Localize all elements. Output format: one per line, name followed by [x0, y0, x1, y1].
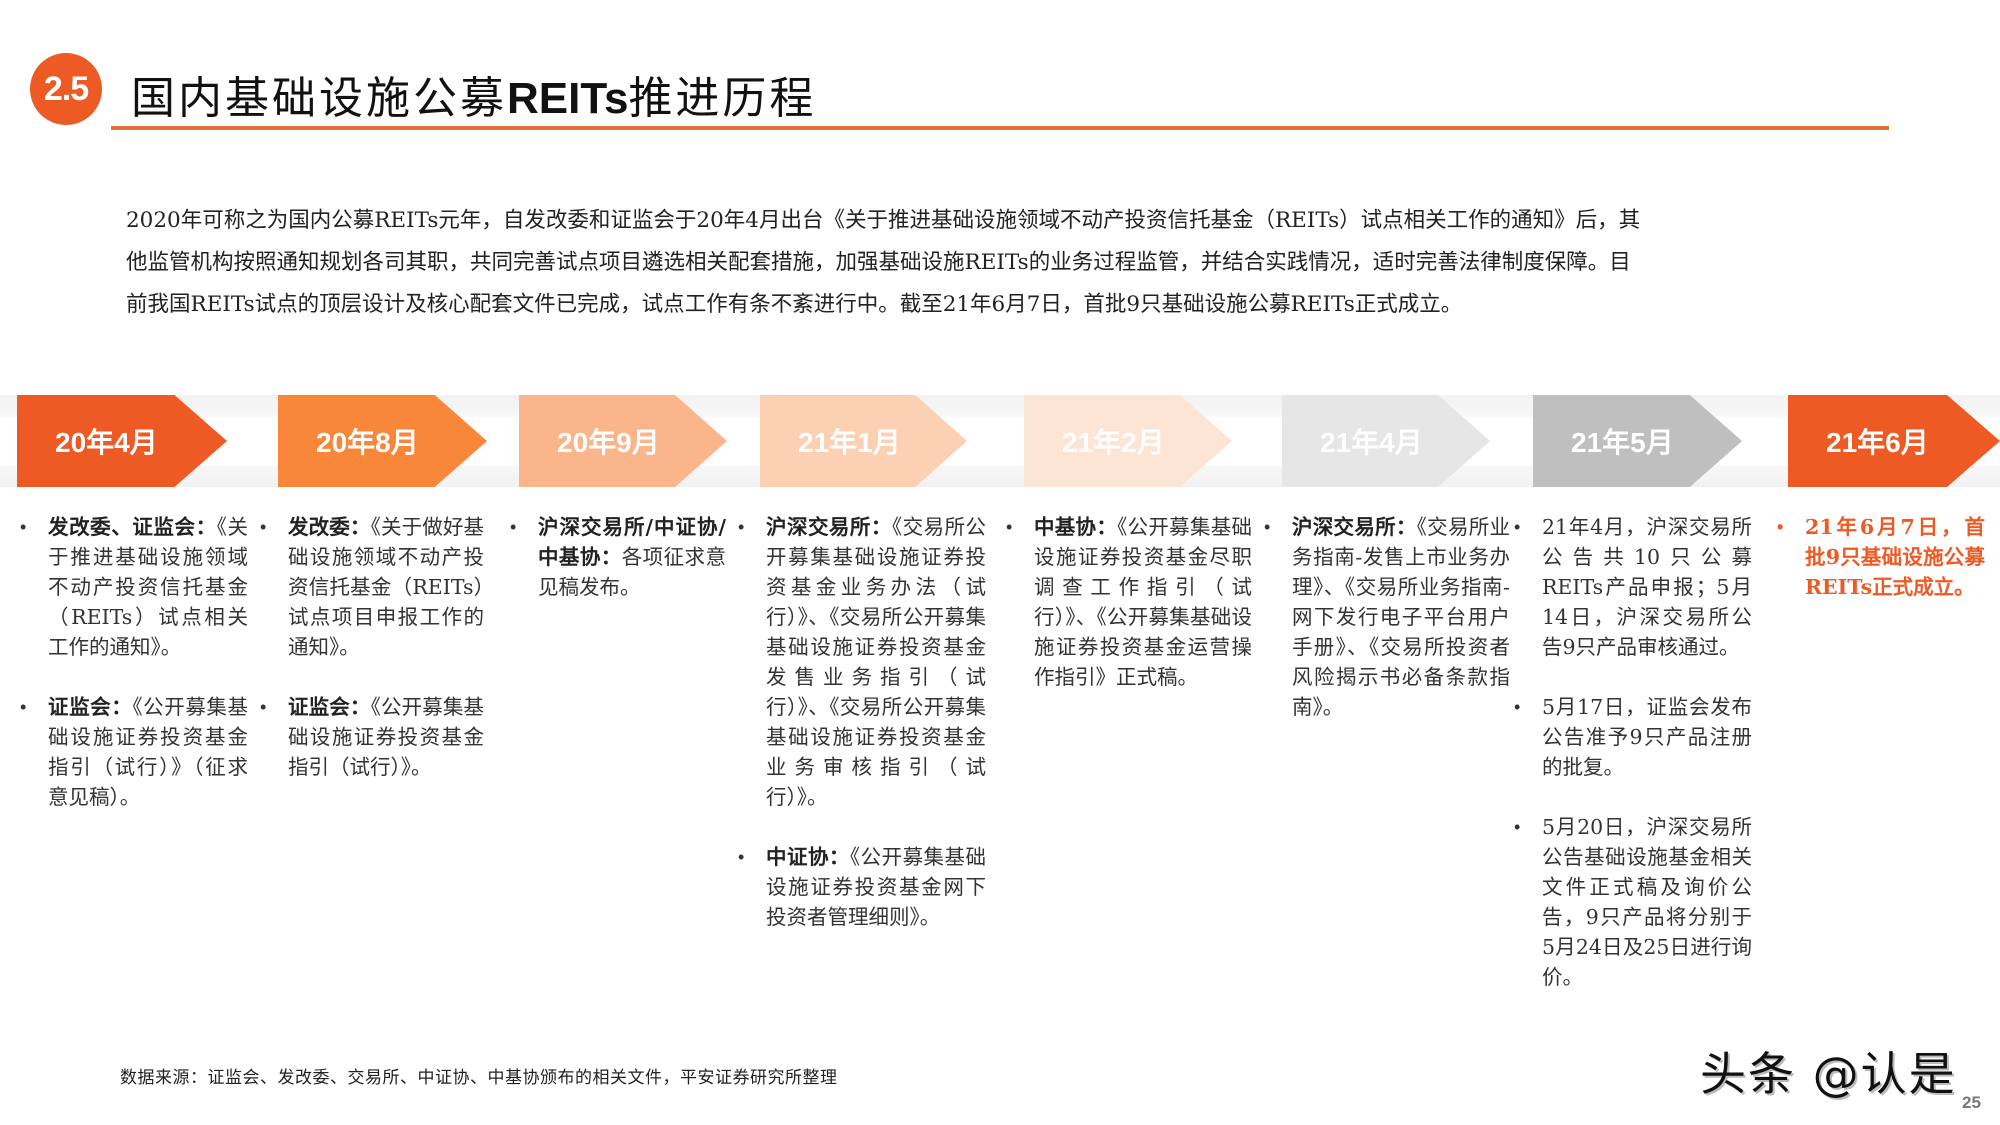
timeline-step-label: 21年6月 — [1826, 427, 1929, 458]
title-prefix: 国内基础设施公募 — [131, 73, 507, 124]
item-org: 发改委、证监会： — [48, 515, 217, 539]
item-text: 各项征求意见稿发布。 — [538, 545, 726, 599]
bullet-icon: • — [1264, 517, 1271, 537]
item-org: 中证协： — [766, 845, 850, 869]
bullet-icon: • — [260, 697, 267, 717]
item-text: 《公开募集基础设施证券投资基金尽职调查工作指引（试行）》、《公开募集基础设施证券… — [1034, 515, 1253, 689]
list-item: • 5月17日，证监会发布公告准予9只产品注册的批复。 — [1512, 692, 1752, 782]
intro-line: 他监管机构按照通知规划各司其职，共同完善试点项目遴选相关配套措施，加强基础设施R… — [126, 250, 1631, 275]
timeline-step-20-09: 20年9月 — [519, 395, 727, 487]
title-suffix: 推进历程 — [628, 73, 817, 124]
item-text: 5月20日，沪深交易所公告基础设施基金相关文件正式稿及询价公告，9只产品将分别于… — [1542, 815, 1752, 989]
timeline-column-21-01: • 沪深交易所：《交易所公开募集基础设施证券投资基金业务办法（试行）》、《交易所公… — [736, 512, 986, 962]
timeline-column-21-05: • 21年4月，沪深交易所公告共10只公募REITs产品申报；5月14日，沪深交易… — [1512, 512, 1752, 1022]
list-item: • 证监会：《公开募集基础设施证券投资基金指引（试行）》（征求意见稿）。 — [18, 692, 248, 812]
timeline-step-label: 21年5月 — [1571, 427, 1674, 458]
item-text: 《交易所业务指南-发售上市业务办理》、《交易所业务指南-网下发行电子平台用户手册… — [1292, 515, 1511, 719]
list-item: • 21年4月，沪深交易所公告共10只公募REITs产品申报；5月14日，沪深交易… — [1512, 512, 1752, 662]
timeline-step-21-06: 21年6月 — [1788, 395, 2000, 487]
timeline-step-label: 20年4月 — [55, 427, 158, 458]
timeline-column-21-04: • 沪深交易所：《交易所业务指南-发售上市业务办理》、《交易所业务指南-网下发行电… — [1262, 512, 1510, 752]
data-source-note: 数据来源：证监会、发改委、交易所、中证协、中基协颁布的相关文件，平安证券研究所整… — [120, 1068, 838, 1088]
timeline-column-20-04: • 发改委、证监会：《关于推进基础设施领域不动产投资信托基金（REITs）试点相关… — [18, 512, 248, 842]
timeline-step-20-04: 20年4月 — [17, 395, 227, 487]
timeline-step-label: 20年8月 — [316, 427, 419, 458]
bullet-icon: • — [738, 847, 745, 867]
timeline-column-21-06: • 21年6月7日，首批9只基础设施公募REITs正式成立。 — [1775, 512, 1985, 632]
item-text: 《公开募集基础设施证券投资基金指引（试行）》（征求意见稿）。 — [48, 695, 249, 809]
section-number: 2.5 — [43, 69, 89, 108]
item-text: 《关于推进基础设施领域不动产投资信托基金（REITs）试点相关工作的通知》。 — [48, 515, 249, 659]
list-item: • 发改委、证监会：《关于推进基础设施领域不动产投资信托基金（REITs）试点相关… — [18, 512, 248, 662]
bullet-icon: • — [1006, 517, 1013, 537]
item-text: 《关于做好基础设施领域不动产投资信托基金（REITs）试点项目申报工作的通知》。 — [288, 515, 485, 659]
timeline-step-21-05: 21年5月 — [1533, 395, 1742, 487]
item-text: 《公开募集基础设施证券投资基金指引（试行）》。 — [288, 695, 485, 779]
bullet-icon: • — [738, 517, 745, 537]
bullet-icon: • — [1514, 697, 1521, 717]
intro-paragraph: 2020年可称之为国内公募REITs元年，自发改委和证监会于20年4月出台《关于… — [126, 200, 1876, 326]
timeline-column-21-02: • 中基协：《公开募集基础设施证券投资基金尽职调查工作指引（试行）》、《公开募集基… — [1004, 512, 1252, 722]
page-title: 国内基础设施公募REITs推进历程 — [131, 62, 816, 126]
list-item: • 沪深交易所/中证协/中基协：各项征求意见稿发布。 — [508, 512, 726, 602]
item-org: 沪深交易所： — [766, 515, 892, 539]
bullet-icon: • — [20, 697, 27, 717]
item-org: 沪深交易所： — [1292, 515, 1417, 539]
timeline-step-20-08: 20年8月 — [278, 395, 487, 487]
page-number: 25 — [1962, 1093, 1981, 1112]
timeline-step-label: 21年1月 — [798, 427, 901, 458]
bullet-icon: • — [1777, 517, 1784, 537]
timeline-step-label: 21年4月 — [1320, 427, 1423, 458]
item-text: 《公开募集基础设施证券投资基金网下投资者管理细则》。 — [766, 845, 987, 929]
title-bold: REITs — [507, 74, 629, 123]
timeline-step-label: 20年9月 — [557, 427, 660, 458]
list-item: • 沪深交易所：《交易所公开募集基础设施证券投资基金业务办法（试行）》、《交易所公… — [736, 512, 986, 812]
item-text: 21年4月，沪深交易所公告共10只公募REITs产品申报；5月14日，沪深交易所… — [1542, 515, 1752, 659]
intro-line: 2020年可称之为国内公募REITs元年，自发改委和证监会于20年4月出台《关于… — [126, 208, 1641, 233]
list-item: • 沪深交易所：《交易所业务指南-发售上市业务办理》、《交易所业务指南-网下发行电… — [1262, 512, 1510, 722]
intro-line: 前我国REITs试点的顶层设计及核心配套文件已完成，试点工作有条不紊进行中。截至… — [126, 292, 1463, 317]
item-org: 证监会： — [48, 695, 133, 719]
timeline-column-20-09: • 沪深交易所/中证协/中基协：各项征求意见稿发布。 — [508, 512, 726, 632]
list-item-highlight: • 21年6月7日，首批9只基础设施公募REITs正式成立。 — [1775, 512, 1985, 602]
timeline-step-label: 21年2月 — [1062, 427, 1165, 458]
section-number-badge: 2.5 — [30, 53, 102, 125]
list-item: • 发改委：《关于做好基础设施领域不动产投资信托基金（REITs）试点项目申报工作… — [258, 512, 484, 662]
item-text: 21年6月7日，首批9只基础设施公募REITs正式成立。 — [1805, 515, 1985, 599]
bullet-icon: • — [1514, 817, 1521, 837]
item-org: 沪深交易所/中证协/中基协： — [538, 515, 726, 569]
list-item: • 中证协：《公开募集基础设施证券投资基金网下投资者管理细则》。 — [736, 842, 986, 932]
watermark: 头条 @认是 — [1700, 1047, 1957, 1101]
bullet-icon: • — [1514, 517, 1521, 537]
item-text: 5月17日，证监会发布公告准予9只产品注册的批复。 — [1542, 695, 1752, 779]
item-text: 《交易所公开募集基础设施证券投资基金业务办法（试行）》、《交易所公开募集基础设施… — [766, 515, 987, 809]
list-item: • 5月20日，沪深交易所公告基础设施基金相关文件正式稿及询价公告，9只产品将分别… — [1512, 812, 1752, 992]
list-item: • 中基协：《公开募集基础设施证券投资基金尽职调查工作指引（试行）》、《公开募集基… — [1004, 512, 1252, 692]
bullet-icon: • — [260, 517, 267, 537]
item-org: 证监会： — [288, 695, 371, 719]
timeline-column-20-08: • 发改委：《关于做好基础设施领域不动产投资信托基金（REITs）试点项目申报工作… — [258, 512, 484, 812]
timeline-step-21-01: 21年1月 — [760, 395, 967, 487]
item-org: 发改委： — [288, 515, 371, 539]
bullet-icon: • — [510, 517, 517, 537]
bullet-icon: • — [20, 517, 27, 537]
title-divider — [111, 126, 1889, 130]
item-org: 中基协： — [1034, 515, 1118, 539]
list-item: • 证监会：《公开募集基础设施证券投资基金指引（试行）》。 — [258, 692, 484, 782]
